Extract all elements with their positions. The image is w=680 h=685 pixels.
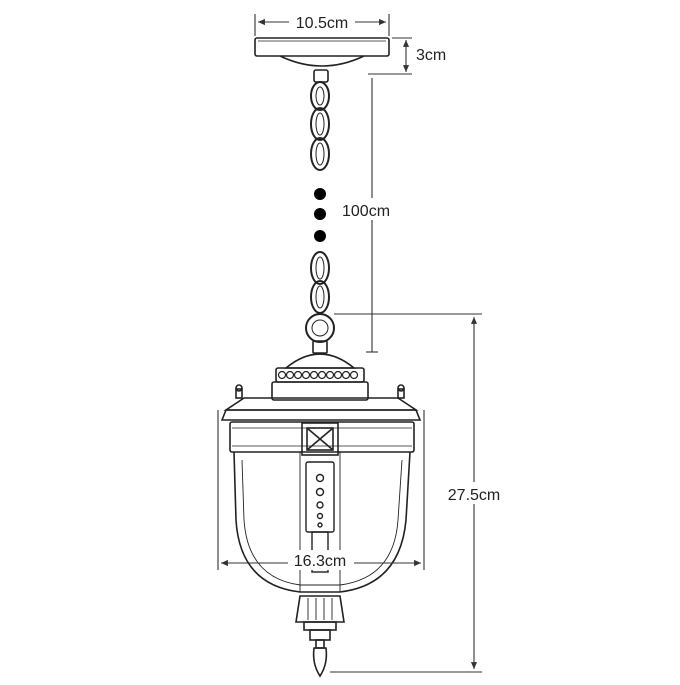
- dim-chain-length-label: 100cm: [342, 203, 390, 220]
- cap-bead-row: [277, 370, 359, 380]
- dim-canopy-width-label-bg: [289, 12, 355, 32]
- dim-lantern-width-label: 16.3cm: [294, 553, 346, 570]
- dim-canopy-height: [368, 37, 412, 75]
- dim-lantern-height-label: 27.5cm: [448, 487, 500, 504]
- dim-canopy-height-label: 3cm: [416, 47, 446, 64]
- lantern-roof: [220, 384, 422, 421]
- chain-bottom: [305, 251, 335, 343]
- ceiling-canopy: [254, 37, 390, 83]
- chain-ellipsis-dots: [314, 188, 326, 242]
- chain-top: [310, 81, 330, 171]
- lantern-cap: [271, 340, 369, 401]
- lantern-band: [229, 421, 415, 456]
- dim-lantern-height-label-bg: [438, 482, 510, 504]
- dim-chain-length-label-bg: [340, 198, 408, 220]
- dim-lantern-width-label-bg: [288, 550, 354, 570]
- lantern-bottom-finial: [295, 595, 345, 678]
- dim-canopy-width-label: 10.5cm: [296, 15, 348, 32]
- lantern-glass-body: [233, 451, 411, 593]
